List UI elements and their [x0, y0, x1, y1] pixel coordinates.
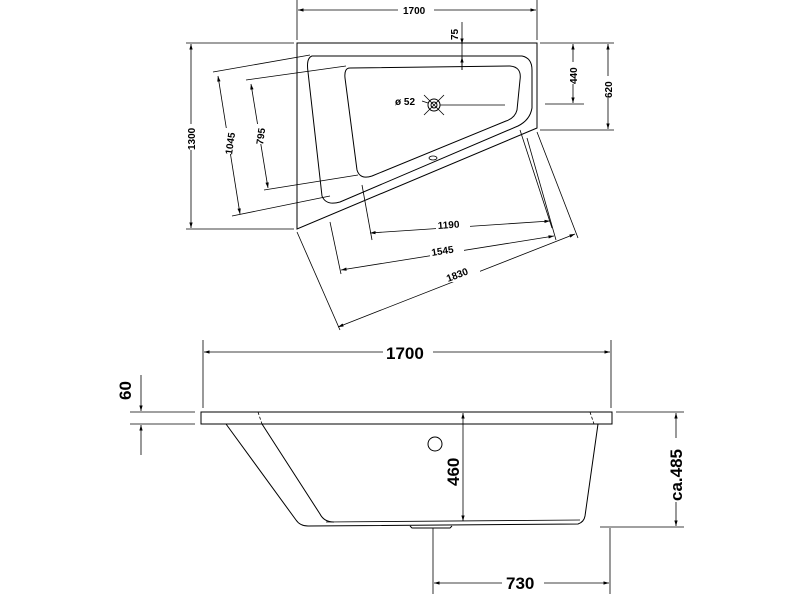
dim-620: 620 [604, 81, 615, 98]
tub-bottom-inner [325, 519, 581, 523]
tub-side-dash [257, 411, 263, 425]
drain-diameter-leader [421, 100, 429, 104]
dim-drain-diameter: ø 52 [395, 97, 415, 108]
section-view: 1700 60 460 ca.485 730 [116, 340, 686, 594]
dim-795: 795 [255, 127, 268, 145]
dim-1700-section: 1700 [386, 344, 424, 363]
dim-460: 460 [444, 458, 463, 486]
dim-1300: 1300 [187, 127, 198, 150]
dim-440: 440 [569, 67, 580, 84]
dim-60: 60 [116, 381, 135, 400]
tub-inner-wall [261, 423, 335, 523]
tub-foot [409, 525, 453, 529]
plan-outer-outline [296, 42, 538, 230]
overflow-hole-icon [427, 436, 443, 452]
tub-rim [200, 411, 613, 425]
overflow-icon [428, 155, 438, 161]
tub-body [225, 423, 599, 527]
dim-1045: 1045 [224, 131, 238, 155]
plan-rim-outline [307, 55, 533, 204]
plan-view: ø 52 1700 75 440 620 1300 [185, 0, 615, 331]
dim-730: 730 [506, 574, 534, 593]
plan-basin-outline [344, 65, 521, 178]
dim-1190: 1190 [437, 219, 460, 232]
dim-ca485: ca.485 [667, 449, 686, 501]
dim-75: 75 [450, 28, 461, 40]
dim-1700-plan: 1700 [403, 6, 426, 17]
